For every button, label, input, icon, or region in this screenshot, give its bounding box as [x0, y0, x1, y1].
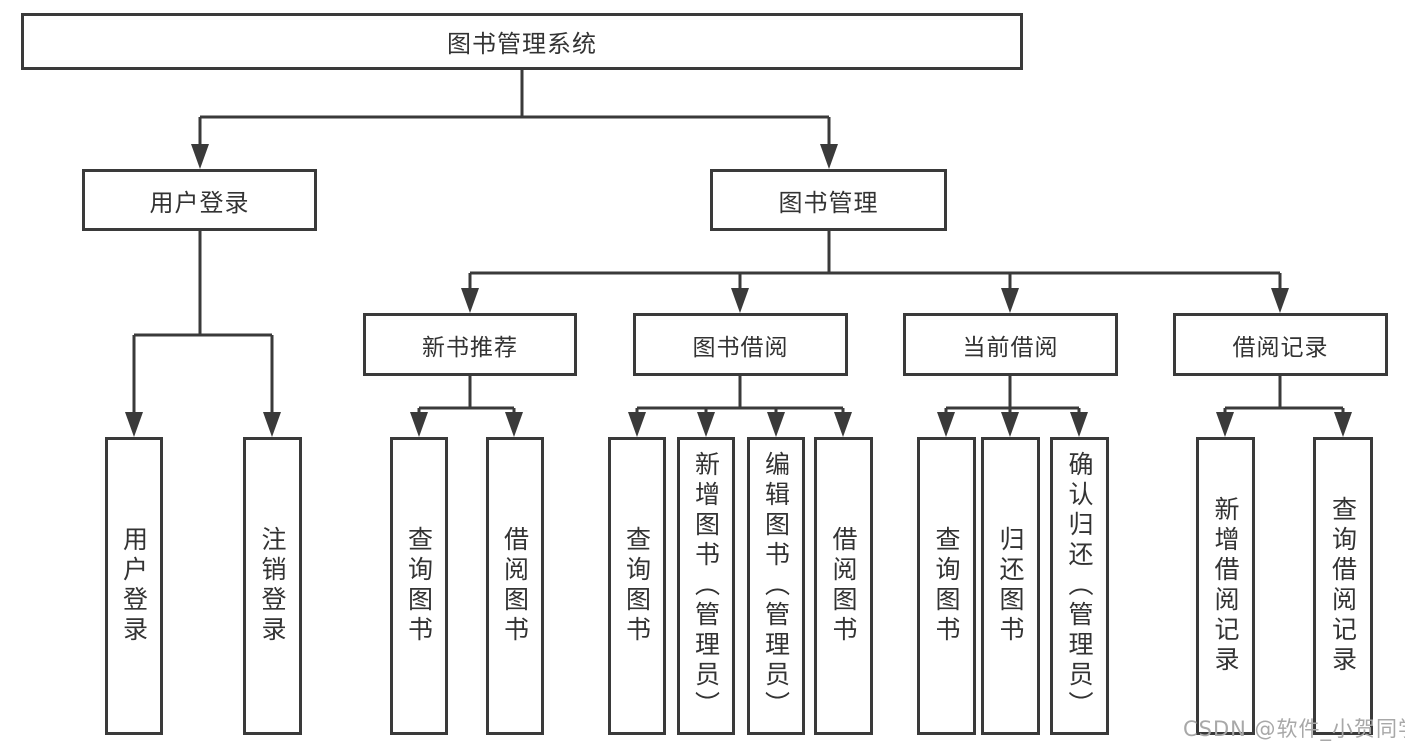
node-label: 注销登录 — [258, 526, 287, 646]
node-user-login: 用户登录 — [82, 169, 317, 231]
arrow-down-icon — [820, 144, 838, 169]
node-label: 借阅图书 — [500, 526, 530, 646]
node-label: 新增图书（管理员） — [691, 451, 721, 721]
node-label: 确认归还（管理员） — [1065, 451, 1094, 721]
arrow-down-icon — [505, 412, 523, 437]
leaf-query-books-recommend: 查询图书 — [390, 437, 448, 735]
arrow-down-icon — [263, 412, 281, 437]
node-label: 借阅记录 — [1232, 334, 1329, 361]
leaf-query-books-current: 查询图书 — [917, 437, 976, 735]
node-label: 查询图书 — [622, 526, 652, 646]
arrow-down-icon — [410, 412, 428, 437]
arrow-down-icon — [1070, 412, 1088, 437]
arrow-down-icon — [1001, 412, 1019, 437]
node-label: 新书推荐 — [422, 334, 518, 361]
node-label: 编辑图书（管理员） — [761, 451, 791, 721]
node-label: 图书借阅 — [692, 334, 789, 361]
watermark-text: CSDN @软件_小贺同学 — [1183, 717, 1405, 741]
leaf-query-books-borrow: 查询图书 — [608, 437, 666, 735]
leaf-edit-books-admin: 编辑图书（管理员） — [747, 437, 805, 735]
arrow-down-icon — [1001, 288, 1019, 313]
arrow-down-icon — [1216, 412, 1234, 437]
leaf-user-login: 用户登录 — [105, 437, 163, 735]
leaf-return-books: 归还图书 — [981, 437, 1040, 735]
node-book-borrow: 图书借阅 — [633, 313, 848, 376]
arrow-down-icon — [937, 412, 955, 437]
node-label: 归还图书 — [996, 526, 1025, 646]
node-borrow-records: 借阅记录 — [1173, 313, 1388, 376]
arrowheads — [125, 144, 1352, 437]
node-label: 新增借阅记录 — [1211, 496, 1240, 676]
node-label: 查询借阅记录 — [1328, 496, 1358, 676]
arrow-down-icon — [767, 412, 785, 437]
leaf-add-books-admin: 新增图书（管理员） — [677, 437, 735, 735]
arrow-down-icon — [125, 412, 143, 437]
node-label: 图书管理系统 — [447, 30, 597, 58]
node-label: 借阅图书 — [829, 526, 858, 646]
arrow-down-icon — [628, 412, 646, 437]
node-new-book-recommend: 新书推荐 — [363, 313, 577, 376]
leaf-borrow-books: 借阅图书 — [814, 437, 873, 735]
node-book-management: 图书管理 — [710, 169, 947, 231]
node-label: 用户登录 — [149, 188, 250, 217]
node-label: 查询图书 — [404, 526, 434, 646]
arrow-down-icon — [461, 288, 479, 313]
node-current-borrow: 当前借阅 — [903, 313, 1118, 376]
arrow-down-icon — [1334, 412, 1352, 437]
arrow-down-icon — [731, 288, 749, 313]
node-system-root: 图书管理系统 — [21, 13, 1023, 70]
leaf-add-borrow-record: 新增借阅记录 — [1196, 437, 1255, 735]
node-label: 图书管理 — [778, 188, 879, 217]
node-label: 用户登录 — [119, 526, 149, 646]
node-label: 查询图书 — [932, 526, 961, 646]
arrow-down-icon — [191, 144, 209, 169]
arrow-down-icon — [697, 412, 715, 437]
node-label: 当前借阅 — [962, 334, 1059, 361]
leaf-query-borrow-record: 查询借阅记录 — [1313, 437, 1373, 735]
leaf-confirm-return-admin: 确认归还（管理员） — [1050, 437, 1109, 735]
arrow-down-icon — [1271, 288, 1289, 313]
leaf-borrow-books-recommend: 借阅图书 — [486, 437, 544, 735]
leaf-logout: 注销登录 — [243, 437, 302, 735]
arrow-down-icon — [834, 412, 852, 437]
